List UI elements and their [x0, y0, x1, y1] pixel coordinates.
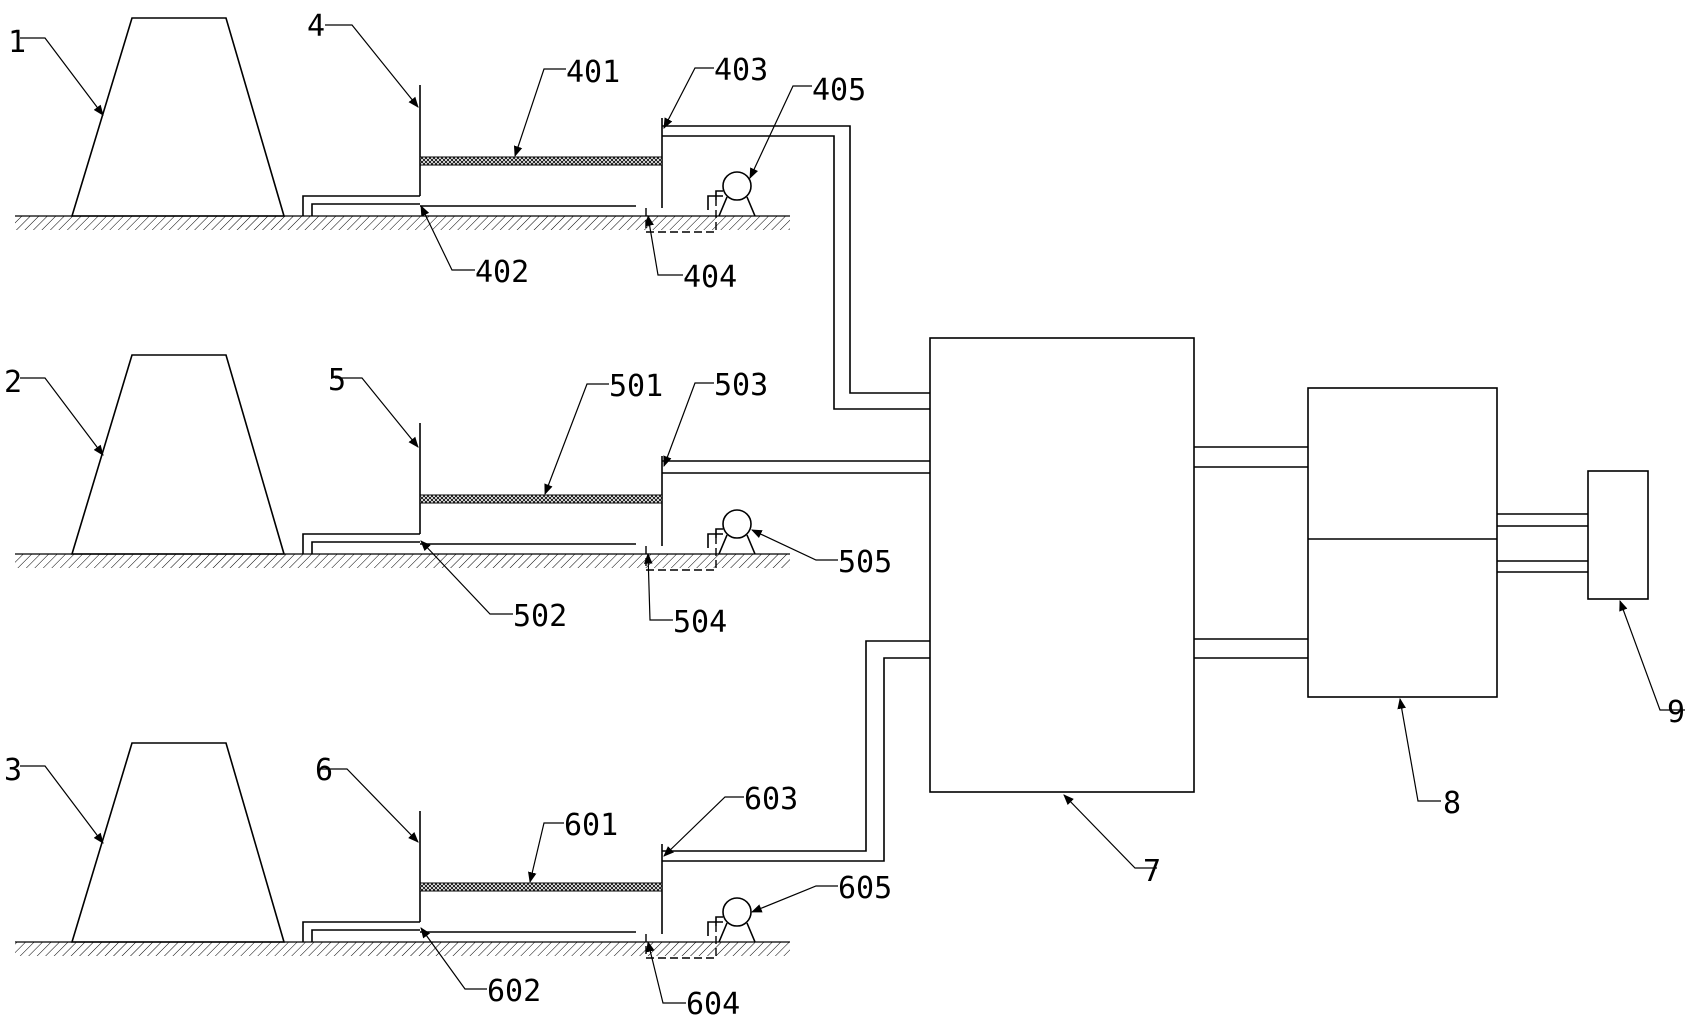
label-602: 602	[487, 974, 541, 1009]
label-1: 1	[8, 25, 26, 60]
ground-2	[15, 554, 790, 568]
label-5: 5	[328, 363, 346, 398]
label-8: 8	[1443, 786, 1461, 821]
leader-lines	[20, 24, 1685, 1004]
mound-1	[70, 17, 286, 217]
label-404: 404	[683, 260, 737, 295]
tank-6	[302, 811, 756, 959]
label-603: 603	[744, 782, 798, 817]
label-2: 2	[4, 365, 22, 400]
unit-8	[1307, 387, 1498, 698]
label-401: 401	[566, 55, 620, 90]
pump-505	[722, 509, 752, 539]
label-601: 601	[564, 808, 618, 843]
unit-7	[929, 337, 1195, 793]
label-405: 405	[812, 73, 866, 108]
filter-601	[419, 882, 663, 892]
label-605: 605	[838, 871, 892, 906]
drain-604	[645, 926, 717, 959]
label-504: 504	[673, 605, 727, 640]
pipe-502	[302, 533, 420, 554]
labels: 1 2 3 4 401 402 403 404 405 5 501 502 50…	[4, 9, 1685, 1018]
pipe-403	[662, 125, 930, 394]
label-6: 6	[315, 753, 333, 788]
label-503: 503	[714, 368, 768, 403]
label-3: 3	[4, 753, 22, 788]
tank-5	[302, 423, 756, 571]
pipe-402	[302, 195, 420, 216]
label-505: 505	[838, 545, 892, 580]
label-4: 4	[307, 9, 325, 44]
pump-605	[722, 897, 752, 927]
row-2	[15, 354, 930, 571]
pipe-603	[662, 640, 930, 852]
label-501: 501	[609, 369, 663, 404]
pipe-602	[302, 921, 420, 942]
label-7: 7	[1143, 854, 1161, 889]
label-402: 402	[475, 255, 529, 290]
pump-405	[722, 171, 752, 201]
unit-9	[1587, 470, 1649, 600]
row-1	[15, 17, 930, 410]
mound-3	[70, 742, 286, 943]
filter-501	[419, 494, 663, 504]
mound-2	[70, 354, 286, 555]
label-9: 9	[1667, 695, 1685, 730]
row-3	[15, 640, 930, 959]
ground-3	[15, 942, 790, 956]
label-403: 403	[714, 53, 768, 88]
filter-401	[419, 156, 663, 166]
ground-1	[15, 216, 790, 230]
label-502: 502	[513, 599, 567, 634]
label-604: 604	[686, 987, 740, 1018]
tank-4	[302, 85, 756, 233]
